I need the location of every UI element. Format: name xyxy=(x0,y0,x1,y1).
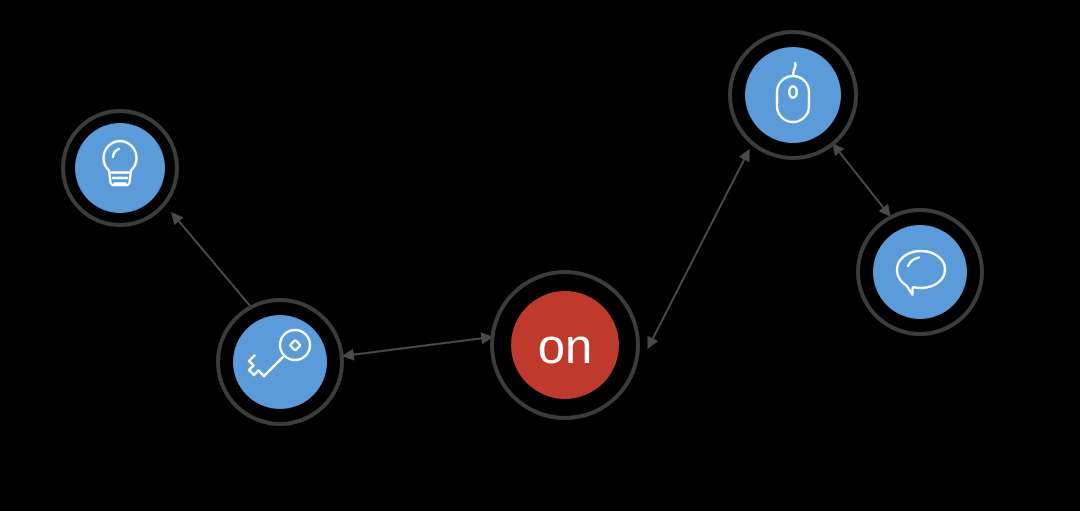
edge-on-key xyxy=(341,332,494,361)
node-key-ring xyxy=(216,298,344,426)
node-on[interactable]: on xyxy=(490,270,640,420)
node-speech-ring xyxy=(856,208,984,336)
node-key-disc xyxy=(233,315,327,409)
node-bulb-ring xyxy=(61,109,179,227)
edge-key-bulb xyxy=(171,212,252,308)
edge-on-mouse xyxy=(647,148,750,350)
computer-mouse-icon xyxy=(775,61,811,124)
key-icon xyxy=(247,328,312,378)
node-on-label: on xyxy=(538,320,593,374)
node-on-disc xyxy=(511,291,619,399)
edge-mouse-speech xyxy=(832,143,891,217)
node-bulb-disc xyxy=(75,123,165,213)
node-mouse[interactable] xyxy=(728,30,858,160)
node-on-ring xyxy=(490,270,640,420)
node-mouse-ring xyxy=(728,30,858,160)
edge-layer xyxy=(171,143,891,361)
speech-bubble-icon xyxy=(895,249,947,296)
lightbulb-icon xyxy=(102,139,138,187)
node-speech-disc xyxy=(873,225,967,319)
node-speech[interactable] xyxy=(856,208,984,336)
node-bulb[interactable] xyxy=(61,109,179,227)
node-mouse-disc xyxy=(745,47,841,143)
node-key[interactable] xyxy=(216,298,344,426)
